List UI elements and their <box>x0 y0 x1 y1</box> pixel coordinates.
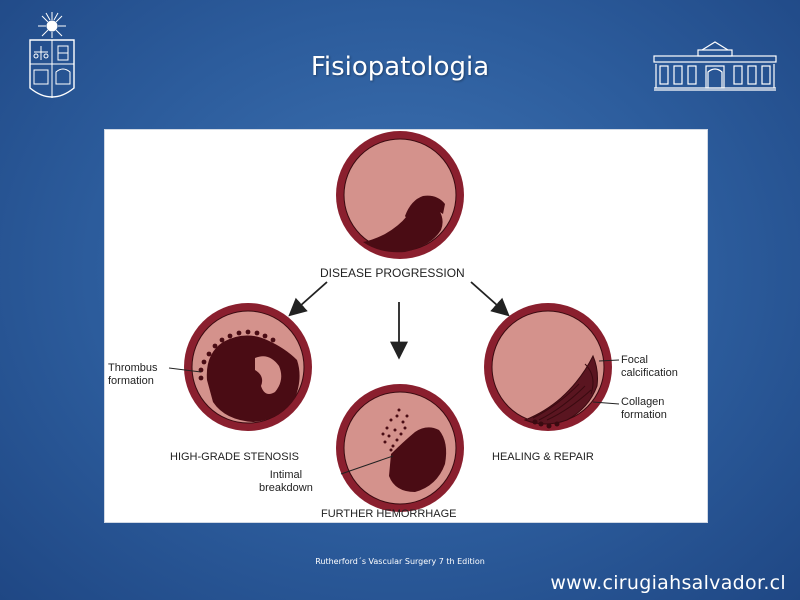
pathophysiology-diagram: DISEASE PROGRESSION HIGH-GRADE STENOSIS … <box>104 129 708 523</box>
arrow-to-healing <box>470 281 510 317</box>
label-focal-line1: Focal <box>621 354 648 366</box>
source-citation: Rutherford´s Vascular Surgery 7 th Editi… <box>315 557 485 566</box>
label-disease-progression: DISEASE PROGRESSION <box>320 266 465 280</box>
label-intimal-line2: breakdown <box>259 482 313 494</box>
slide-title: Fisiopatologia <box>310 52 490 82</box>
vessel-cross-section-hemorrhage <box>336 384 464 512</box>
label-thrombus-line1: Thrombus <box>108 362 158 374</box>
label-high-grade-stenosis: HIGH-GRADE STENOSIS <box>170 451 299 463</box>
diagram-illustration <box>168 131 620 512</box>
label-further-hemorrhage: FURTHER HEMORRHAGE <box>321 508 457 520</box>
vessel-cross-section-stenosis <box>168 303 312 431</box>
vessel-cross-section-healing <box>484 303 620 431</box>
building-logo-icon <box>653 41 777 91</box>
label-healing-repair: HEALING & REPAIR <box>492 451 594 463</box>
arrow-to-stenosis <box>288 281 328 317</box>
label-thrombus-formation: Thrombus formation <box>108 362 158 388</box>
label-collagen-formation: Collagen formation <box>621 396 667 422</box>
university-crest-icon <box>29 12 75 98</box>
vessel-cross-section-top <box>336 131 464 259</box>
label-focal-line2: calcification <box>621 367 678 379</box>
label-collagen-line2: formation <box>621 409 667 421</box>
website-url: www.cirugiahsalvador.cl <box>550 572 786 594</box>
label-intimal-breakdown: Intimal breakdown <box>259 469 313 495</box>
label-thrombus-line2: formation <box>108 375 154 387</box>
label-intimal-line1: Intimal <box>269 469 303 481</box>
label-collagen-line1: Collagen <box>621 396 665 408</box>
label-focal-calcification: Focal calcification <box>621 354 678 380</box>
